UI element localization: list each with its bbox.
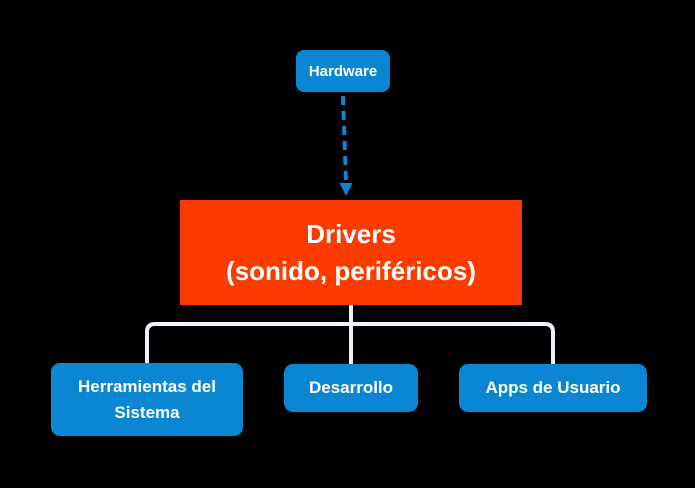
node-label: Herramientas del Sistema	[78, 376, 216, 422]
node-apps-de-usuario: Apps de Usuario	[459, 364, 647, 412]
hardware-to-drivers-dashed-line	[341, 95, 348, 183]
node-desarrollo: Desarrollo	[284, 364, 418, 412]
drivers-to-children-connector	[145, 305, 555, 365]
node-drivers-title: Drivers	[306, 218, 396, 249]
node-hardware-label: Hardware	[308, 62, 378, 80]
node-herramientas-del-sistema: Herramientas del Sistema	[51, 363, 243, 436]
node-hardware: Hardware	[296, 50, 390, 92]
arrowhead-icon	[339, 183, 353, 196]
node-label: Apps de Usuario	[485, 378, 621, 397]
node-drivers-subtitle: (sonido, periféricos)	[226, 255, 476, 286]
node-drivers: Drivers (sonido, periféricos)	[180, 200, 522, 305]
node-label: Desarrollo	[308, 378, 394, 397]
